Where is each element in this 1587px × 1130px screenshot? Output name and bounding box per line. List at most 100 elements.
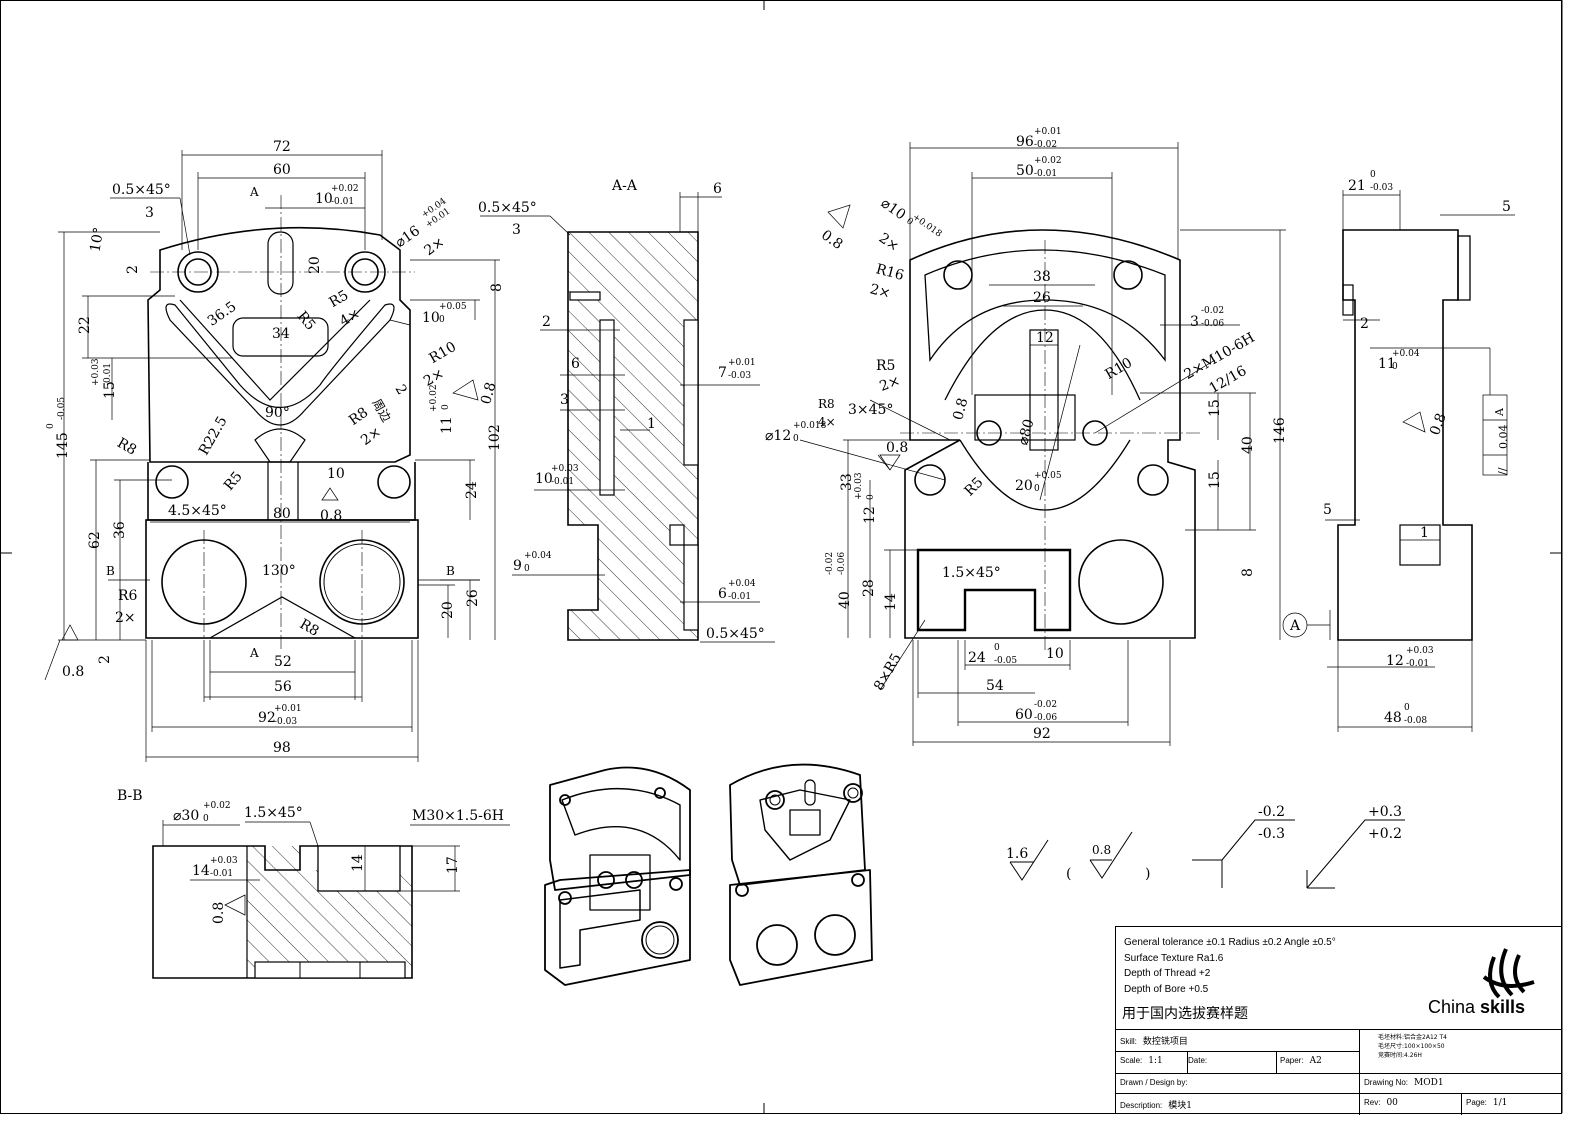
aa-dim-10: 10 xyxy=(535,471,553,487)
ra-0-8b: 0.8 xyxy=(320,508,342,524)
dim-10-dn: -0.01 xyxy=(331,197,354,207)
rear-dim-33: 33 xyxy=(839,473,855,491)
dim-15-up: +0.03 xyxy=(91,358,101,386)
dim-22: 22 xyxy=(77,316,93,334)
aa-dim-10-up: +0.03 xyxy=(551,464,579,474)
dim-36: 36 xyxy=(112,521,128,539)
rear-dim-3-dn: -0.06 xyxy=(1201,319,1224,329)
chamfer-label: 0.5×45° xyxy=(112,182,171,198)
aa-dim-6: 6 xyxy=(713,181,722,197)
side-dim-11: 11 xyxy=(1378,356,1396,372)
rear-dim-40b: 40 xyxy=(837,591,853,609)
dim-15: 15 xyxy=(102,381,118,399)
side-dim-11-up: +0.04 xyxy=(1392,349,1420,359)
r5-a: R5 xyxy=(327,287,352,311)
page-field: Page:1/1 xyxy=(1466,1098,1508,1108)
aa-dim-6c: 6 xyxy=(718,586,727,602)
drawing-no-field: Drawing No:MOD1 xyxy=(1364,1078,1444,1088)
side-dim-21-up: 0 xyxy=(1370,170,1376,180)
r5c: R5 xyxy=(221,469,246,494)
dim-92-dn: -0.03 xyxy=(274,717,297,727)
ra-0-8: 0.8 xyxy=(478,381,499,407)
rear-dim-50: 50 xyxy=(1016,163,1034,179)
rear-dim-96: 96 xyxy=(1016,134,1034,150)
tb-divider-4 xyxy=(1461,1093,1462,1115)
dim-15-dn: -0.01 xyxy=(103,363,113,386)
side-ra08: 0.8 xyxy=(1427,411,1450,437)
aa-dim-1: 1 xyxy=(647,416,656,432)
edge-label: 周边 xyxy=(369,397,393,425)
dim-11-dn: 0 xyxy=(441,404,451,410)
section-aa-title: A-A xyxy=(611,178,638,194)
rear-dim-24-up: 0 xyxy=(994,643,1000,653)
side-dim-48: 48 xyxy=(1384,710,1402,726)
section-a2: A xyxy=(249,646,259,660)
side-view: 21 0 -0.03 5 2 11 +0.04 0 0.8 // 0.04 A … xyxy=(1323,170,1515,732)
r8b: R8 xyxy=(114,435,139,459)
dim-2b: 2 xyxy=(392,382,410,398)
bb-phi30-up: +0.02 xyxy=(203,801,231,811)
rear-dim-60: 60 xyxy=(1015,707,1033,723)
r8: R8 xyxy=(346,405,371,429)
rear-dim-10: 10 xyxy=(1046,646,1064,662)
dim-52: 52 xyxy=(274,654,292,670)
rear-dim-96-dn: -0.02 xyxy=(1034,140,1057,150)
title-block: General tolerance ±0.1 Radius ±0.2 Angle… xyxy=(1115,926,1562,1115)
dim-2c: 2 xyxy=(97,655,113,664)
dim-145-dn: -0.05 xyxy=(57,397,67,420)
section-b: B xyxy=(106,564,115,578)
bb-phi30-dn: 0 xyxy=(203,814,209,824)
r8-count: 2× xyxy=(358,424,384,449)
rear-r5-count: 2× xyxy=(878,373,903,395)
rear-view: 96 +0.01 -0.02 50 +0.02 -0.01 ⌀10 +0.018… xyxy=(765,127,1331,746)
section-b2: B xyxy=(446,564,455,578)
isometric-view-front xyxy=(729,763,873,986)
rev-field: Rev:00 xyxy=(1364,1098,1398,1108)
rear-r5: R5 xyxy=(876,358,895,374)
side-dim-5b: 5 xyxy=(1323,502,1332,518)
note-bore: Depth of Bore +0.5 xyxy=(1124,983,1209,995)
rear-r8-count: 4× xyxy=(818,415,836,429)
chinaskills-logo-icon xyxy=(1482,948,1535,999)
rear-dim-40: 40 xyxy=(1240,436,1256,454)
dim-145: 145 xyxy=(55,432,71,459)
rear-dim-26: 26 xyxy=(1033,290,1051,306)
rear-dim-50-dn: -0.01 xyxy=(1034,169,1057,179)
r5-b: R5 xyxy=(294,308,319,333)
rear-chamfer15: 1.5×45° xyxy=(942,565,1001,581)
dim-20b: 20 xyxy=(440,601,456,619)
aa-dim-3: 3 xyxy=(560,392,569,408)
ra-0-8c: 0.8 xyxy=(62,664,84,680)
angle-130: 130° xyxy=(262,563,296,579)
material-info: 毛坯材料:铝合金2A12 T4 毛坯尺寸:100×100×50 竞赛时间:4.2… xyxy=(1378,1034,1447,1059)
side-dim-12: 12 xyxy=(1386,653,1404,669)
legend-tol-pos-up: +0.3 xyxy=(1368,804,1402,820)
legend-ra-0-8: 0.8 xyxy=(1092,843,1111,857)
side-dim-48-dn: -0.08 xyxy=(1404,716,1427,726)
section-aa-view: A-A 6 0.5×45° 3 2 6 7 +0.01 -0.03 3 1 10… xyxy=(478,178,775,643)
angle-90: 90° xyxy=(265,405,290,421)
bb-dim-14b: 14 xyxy=(350,854,366,872)
side-dim-2: 2 xyxy=(1360,316,1369,332)
rear-dim-92: 92 xyxy=(1033,726,1051,742)
bb-dim-14: 14 xyxy=(192,863,210,879)
rear-dim-15: 15 xyxy=(1207,399,1223,417)
aa-dim-9-up: +0.04 xyxy=(524,551,552,561)
note-surface: Surface Texture Ra1.6 xyxy=(1124,952,1224,964)
legend-paren-open: ( xyxy=(1066,866,1071,882)
dim-10c: 10 xyxy=(327,466,345,482)
bb-dim-14-up: +0.03 xyxy=(210,856,238,866)
side-dim-48-up: 0 xyxy=(1404,703,1410,713)
side-dim-11-dn: 0 xyxy=(1392,362,1398,372)
tb-divider-1 xyxy=(1359,1029,1360,1115)
drawing-title: 用于国内选拔赛样题 xyxy=(1122,1006,1248,1022)
phi16-count: 2× xyxy=(422,234,448,259)
aa-chamfer2: 0.5×45° xyxy=(706,626,765,642)
rear-r8: R8 xyxy=(818,397,835,411)
roughness-legend xyxy=(1009,819,1405,889)
r8c: R8 xyxy=(297,616,322,640)
section-bb-view: B-B ⌀30 +0.02 0 1.5×45° M30×1.5-6H 14 +0… xyxy=(117,788,510,979)
dim-72: 72 xyxy=(273,139,291,155)
rear-dim-40b-up: -0.02 xyxy=(825,552,835,575)
